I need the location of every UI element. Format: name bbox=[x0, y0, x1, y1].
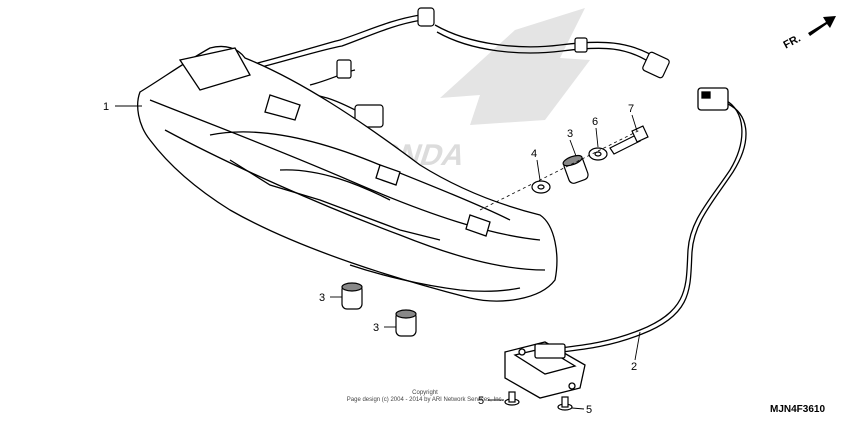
leader-lines bbox=[115, 105, 641, 410]
harness-clips bbox=[336, 7, 670, 128]
callout-7: 7 bbox=[628, 103, 634, 115]
assembly-line bbox=[479, 129, 641, 211]
diagram-code: MJN4F3610 bbox=[770, 404, 826, 415]
callout-5-left: 5 bbox=[478, 395, 484, 407]
callout-6: 6 bbox=[592, 116, 598, 128]
tail-light-assembly bbox=[137, 45, 558, 302]
screw-parts bbox=[504, 391, 573, 411]
copyright-line-1: Copyright bbox=[412, 390, 438, 396]
callout-2: 2 bbox=[631, 361, 637, 373]
copyright-notice: Copyright Page design (c) 2004 - 2014 by… bbox=[330, 390, 520, 404]
direction-label: FR. bbox=[781, 33, 802, 52]
callout-5-right: 5 bbox=[586, 404, 592, 416]
callout-3-grommet-center: 3 bbox=[373, 322, 379, 334]
grommet-parts bbox=[341, 154, 589, 337]
callout-1: 1 bbox=[103, 101, 109, 113]
front-direction-indicator: FR. bbox=[781, 16, 836, 51]
callout-3-grommet-left: 3 bbox=[319, 292, 325, 304]
sensor-connector bbox=[697, 87, 729, 111]
direction-arrow-icon bbox=[808, 16, 836, 36]
callout-3-grommet-right: 3 bbox=[567, 128, 573, 140]
sensor-wire bbox=[559, 99, 747, 353]
sensor-module bbox=[504, 341, 586, 399]
hardware-parts bbox=[531, 125, 649, 194]
callout-4: 4 bbox=[531, 148, 537, 160]
copyright-line-2: Page design (c) 2004 - 2014 by ARI Netwo… bbox=[346, 397, 504, 403]
callout-labels: 1 2 3 3 3 4 5 5 6 7 bbox=[103, 101, 637, 416]
